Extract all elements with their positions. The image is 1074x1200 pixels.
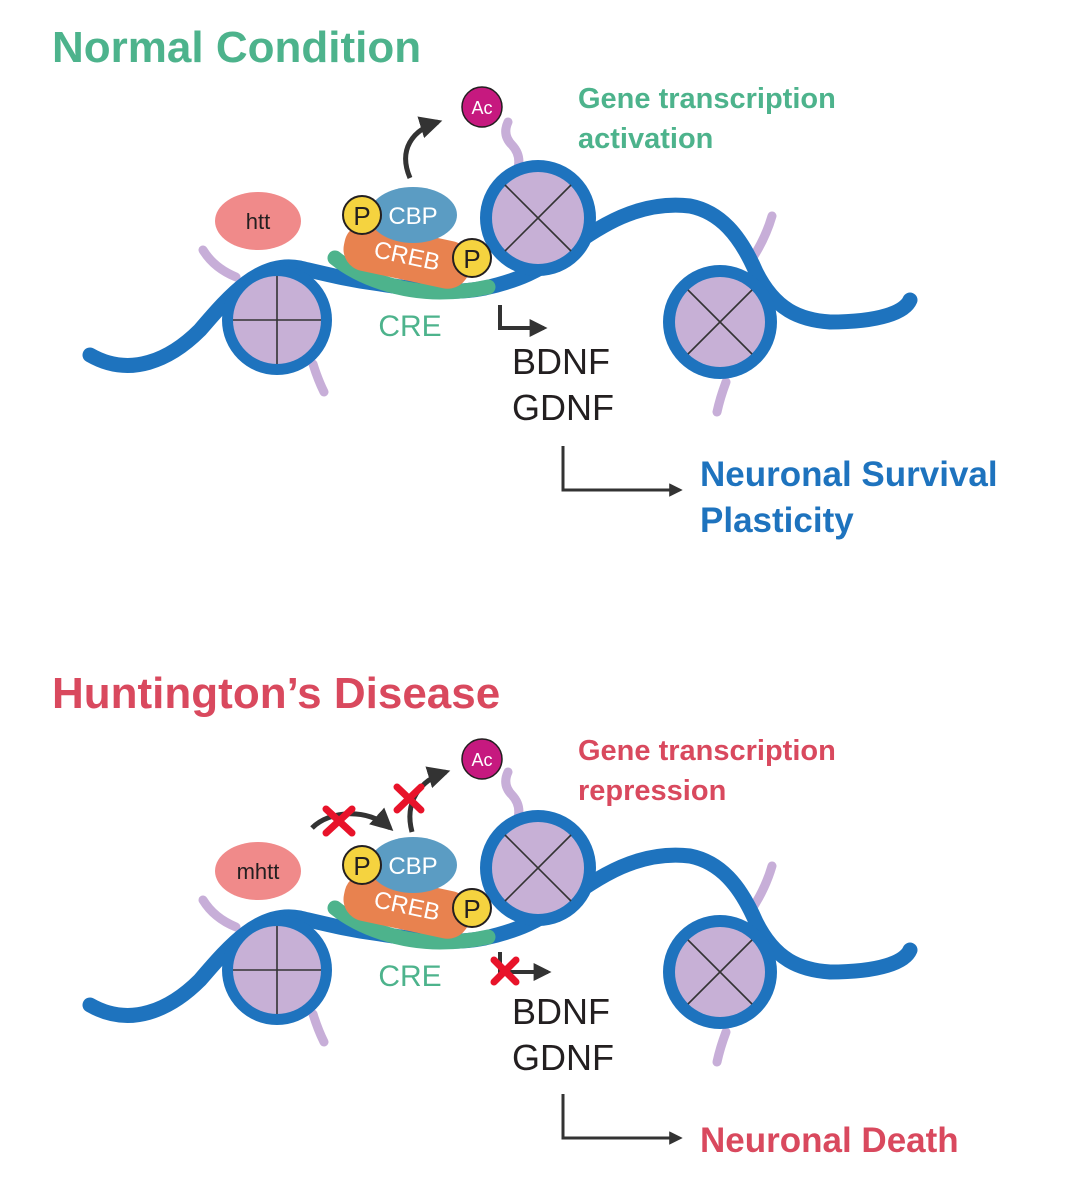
block-x-icon [322,805,356,837]
cre-label: CRE [378,310,441,343]
histone-tail [712,377,731,417]
nucleosome [222,265,332,375]
normal-note-line1: Gene transcription [578,83,836,115]
nucleosome [663,915,777,1029]
outcome-arrow [561,1094,683,1145]
mhtt-protein [215,842,301,900]
creb-protein [343,223,471,289]
cbp-protein [369,837,457,893]
cbp-label: CBP [388,853,437,880]
gene-gdnf: GDNF [512,1037,614,1078]
cre-segment [327,250,496,300]
phosphate [342,845,382,885]
cre-label: CRE [378,960,441,993]
acetylation-arrow [403,116,443,179]
histone-tail [308,359,329,397]
cbp-label: CBP [388,203,437,230]
cre-segment [327,900,496,950]
htt-label: htt [246,209,270,234]
phosphate-label: P [463,244,480,274]
acetyl-group [461,86,503,128]
gene-gdnf: GDNF [512,387,614,428]
acetyl-group [461,738,503,780]
block-x-icon [490,956,520,986]
gene-bdnf: BDNF [512,341,610,382]
acetyl-label: Ac [471,750,492,770]
block-x-icon [393,783,425,814]
phosphate [342,195,382,235]
histone-tail [308,1009,329,1047]
phosphate-label: P [353,201,370,231]
nucleosome [222,915,332,1025]
htt-protein [215,192,301,250]
disease-note-line2: repression [578,775,726,807]
histone-tail [198,895,241,932]
normal-note-line2: activation [578,123,713,155]
mhtt-cbp-arrow [310,807,394,832]
phosphate [452,888,492,928]
outcome-line1: Neuronal Survival [700,455,998,494]
phosphate-label: P [353,851,370,881]
outcome-arrow [561,446,683,497]
transcription-arrow [498,305,548,337]
outcome-line2: Plasticity [700,501,854,540]
normal-title: Normal Condition [52,23,421,72]
phosphate-label: P [463,894,480,924]
cbp-protein [369,187,457,243]
disease-note-line1: Gene transcription [578,735,836,767]
disease-panel: Huntington’s Disease Gene transcription … [52,669,959,1160]
outcome-line1: Neuronal Death [700,1121,959,1160]
gene-bdnf: BDNF [512,991,610,1032]
acetyl-label: Ac [471,98,492,118]
nucleosome [480,160,596,276]
histone-tail [712,1027,731,1067]
phosphate [452,238,492,278]
histone-tail [198,245,241,282]
nucleosome [480,810,596,926]
nucleosome [663,265,777,379]
creb-protein [343,873,471,939]
mhtt-label: mhtt [237,859,280,884]
disease-title: Huntington’s Disease [52,669,500,718]
normal-panel: Normal Condition Gene transcription acti… [52,23,998,540]
